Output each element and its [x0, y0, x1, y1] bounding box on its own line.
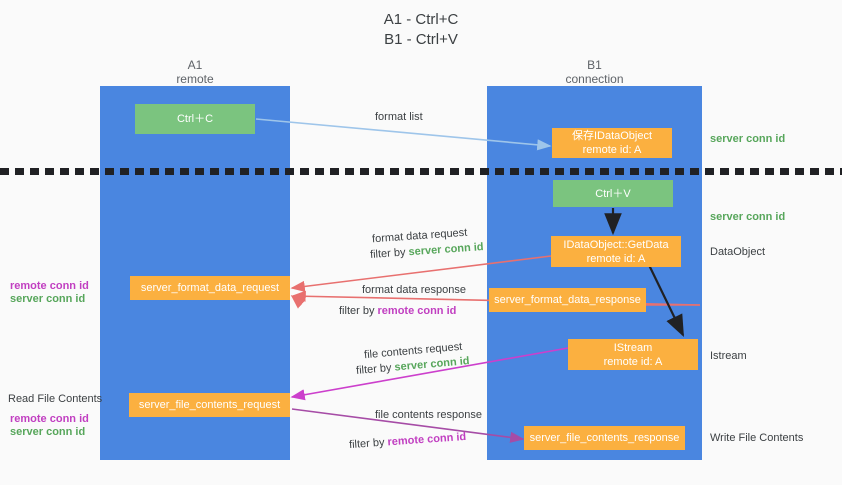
edge-label-filter-prefix-4: filter by [348, 436, 388, 452]
node-idataobject-getdata-label: IDataObject::GetData [563, 238, 669, 251]
note-istream: Istream [710, 350, 747, 362]
edge-label-file-contents-response-text: file contents response [375, 409, 483, 421]
node-ctrl-c-label: Ctrl＋C [176, 113, 214, 125]
node-ctrl-c[interactable]: Ctrl＋C [135, 104, 255, 134]
node-server-file-contents-request[interactable]: server_file_contents_request [129, 393, 290, 417]
phase-divider [0, 168, 842, 175]
node-server-format-data-response[interactable]: server_format_data_response [489, 288, 646, 312]
node-save-idataobject[interactable]: 保存IDataObject remote id: A [552, 128, 672, 158]
node-idataobject-getdata-sub: remote id: A [586, 252, 646, 265]
node-server-format-data-response-label: server_format_data_response [494, 294, 641, 306]
node-server-file-contents-response-label: server_file_contents_response [529, 432, 680, 444]
edge-label-format-data-response: format data response [362, 283, 466, 298]
column-b1-name: B1 [587, 58, 602, 72]
column-header-b1: B1 connection [487, 58, 702, 86]
note-server-conn-id-top: server conn id [710, 133, 786, 145]
edge-format-data-response-arrow [290, 294, 306, 309]
node-server-format-data-request[interactable]: server_format_data_request [130, 276, 290, 300]
edge-label-format-list: format list [375, 110, 423, 125]
note-write-file-contents: Write File Contents [710, 432, 804, 444]
edge-label-server-conn-id: server conn id [408, 241, 484, 259]
node-server-file-contents-request-label: server_file_contents_request [138, 399, 281, 411]
node-istream[interactable]: IStream remote id: A [568, 339, 698, 370]
note-server-conn-id-2: server conn id [10, 426, 86, 438]
note-read-file-contents: Read File Contents [8, 393, 103, 405]
edge-label-file-contents-response: file contents response [375, 408, 482, 423]
edge-label-remote-conn-id-2: remote conn id [387, 430, 467, 449]
column-header-a1: A1 remote [100, 58, 290, 86]
note-server-conn-id-mid: server conn id [710, 211, 786, 223]
edge-label-filter-prefix-3: filter by [355, 361, 396, 377]
node-istream-sub: remote id: A [603, 355, 663, 368]
column-a1-sub: remote [176, 72, 214, 86]
column-a1-name: A1 [187, 58, 203, 72]
edge-label-format-data-response-filter: filter by remote conn id [339, 304, 456, 319]
node-ctrl-v[interactable]: Ctrl＋V [553, 180, 673, 207]
edge-label-format-data-response-text: format data response [362, 284, 466, 296]
note-dataobject: DataObject [710, 246, 766, 258]
title-line-2: B1 - Ctrl+V [384, 31, 458, 48]
node-save-idataobject-label: 保存IDataObject [571, 130, 653, 142]
note-remote-conn-id-2: remote conn id [10, 413, 89, 425]
edge-label-filter-prefix: filter by [369, 246, 409, 261]
edge-label-file-contents-response-filter: filter by remote conn id [349, 430, 467, 453]
edge-label-format-list-text: format list [375, 111, 423, 123]
note-remote-conn-id-1: remote conn id [10, 280, 89, 292]
edge-label-remote-conn-id: remote conn id [377, 305, 457, 317]
edge-label-filter-prefix-2: filter by [339, 305, 378, 317]
note-server-conn-id-1: server conn id [10, 293, 86, 305]
node-save-idataobject-sub: remote id: A [582, 144, 642, 156]
node-server-file-contents-response[interactable]: server_file_contents_response [524, 426, 685, 450]
node-idataobject-getdata[interactable]: IDataObject::GetData remote id: A [551, 236, 681, 267]
diagram-title: A1 - Ctrl+C B1 - Ctrl+V [0, 10, 842, 50]
node-ctrl-v-label: Ctrl＋V [595, 187, 631, 200]
title-line-1: A1 - Ctrl+C [383, 11, 459, 28]
node-istream-label: IStream [613, 341, 653, 354]
column-b1-sub: connection [565, 72, 624, 86]
node-server-format-data-request-label: server_format_data_request [140, 282, 280, 294]
